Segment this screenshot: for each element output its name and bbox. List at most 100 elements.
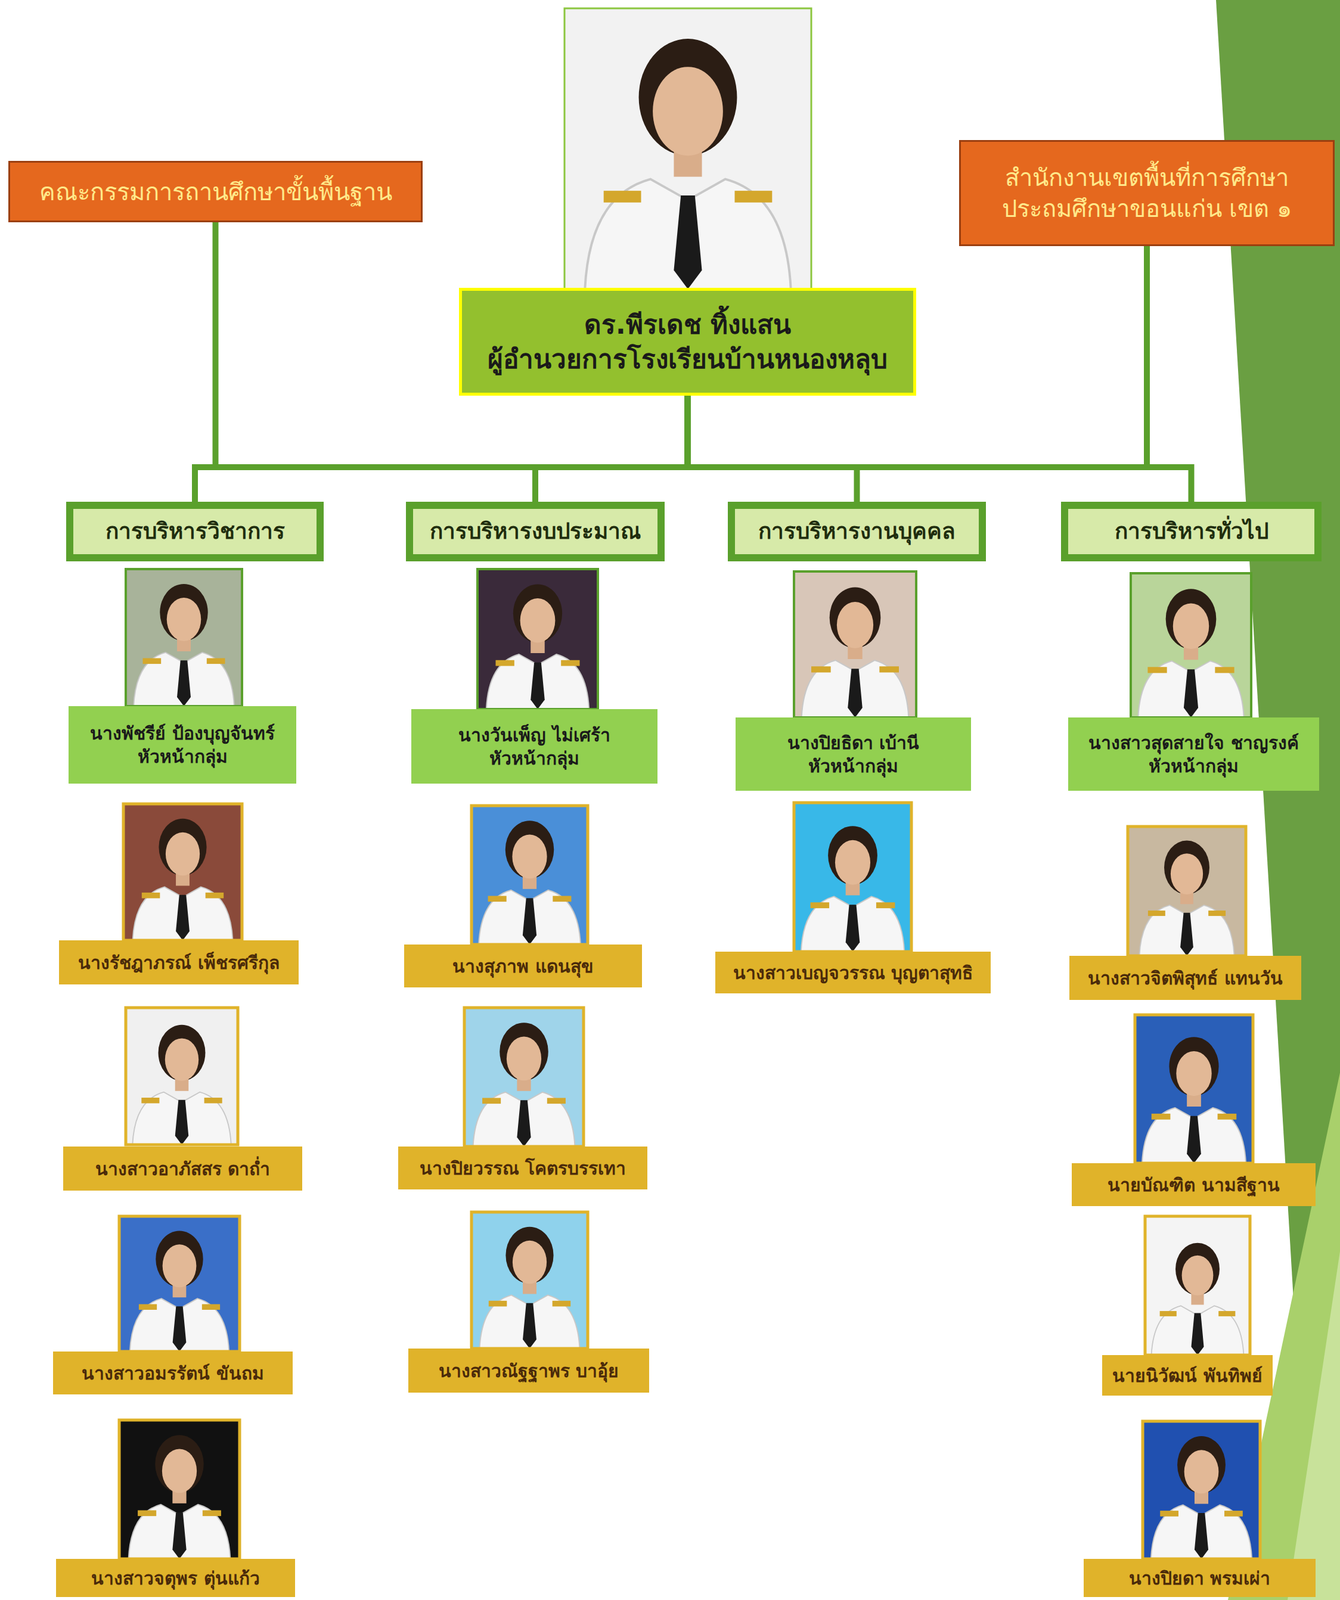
photo-frame	[1145, 1216, 1250, 1356]
photo-frame	[125, 1007, 238, 1146]
org-connector	[535, 395, 688, 502]
person-figure	[129, 1231, 229, 1352]
photo-ground	[1130, 573, 1252, 718]
node-text: นางสาวจิตพิสุทธ์ แทนวัน	[1087, 966, 1283, 991]
person-figure	[1139, 841, 1234, 957]
node-text: นางสุภาพ แดนสุข	[452, 954, 594, 979]
staff-photo	[1134, 1015, 1253, 1164]
person-figure	[1151, 1436, 1252, 1560]
photo-ground	[125, 1007, 238, 1146]
staff-photo	[119, 1420, 240, 1560]
photo-frame	[1127, 826, 1246, 957]
person-figure	[801, 826, 905, 952]
photo-frame	[1130, 573, 1252, 718]
node-text: การบริหารวิชาการ	[105, 517, 285, 547]
photo-frame	[471, 805, 588, 945]
department-box: การบริหารงานบุคคล	[727, 501, 986, 562]
person-figure	[132, 819, 234, 941]
node-text: นางพัชรีย์ ป้องบุญจันทร์	[90, 721, 275, 746]
photo-frame	[477, 569, 598, 710]
group-head-box: นางปิยธิดา เบ้านีหัวหน้ากลุ่ม	[735, 717, 972, 792]
photo-ground	[1127, 826, 1246, 957]
department-box: การบริหารงบประมาณ	[405, 501, 665, 562]
photo-ground	[477, 569, 598, 710]
photo-ground	[123, 804, 243, 941]
staff-photo	[477, 569, 598, 710]
person-figure	[1142, 1037, 1246, 1164]
node-text: นางปิยดา พรมเผ่า	[1128, 1567, 1271, 1591]
photo-frame	[125, 569, 243, 707]
photo-ground	[471, 1212, 588, 1349]
photo-ground	[125, 569, 243, 707]
staff-photo	[1142, 1421, 1261, 1560]
person-figure	[801, 587, 910, 718]
staff-photo	[119, 1216, 240, 1352]
staff-name-box: นางสาวจิตพิสุทธ์ แทนวัน	[1069, 956, 1302, 1001]
node-text: นางสาวจตุพร ตุ่นแก้ว	[91, 1567, 260, 1591]
node-text: นายบัณฑิต นามสีฐาน	[1107, 1173, 1280, 1197]
staff-name-box: นางสาวอมรรัตน์ ขันถม	[53, 1351, 293, 1395]
person-figure	[1137, 588, 1244, 718]
group-head-box: นางพัชรีย์ ป้องบุญจันทร์หัวหน้ากลุ่ม	[68, 706, 297, 784]
photo-ground	[1145, 1216, 1250, 1356]
staff-photo	[1127, 826, 1246, 957]
node-text: การบริหารงบประมาณ	[429, 517, 641, 547]
staff-photo	[125, 569, 243, 707]
office-box: คณะกรรมการถานศึกษาขั้นพื้นฐาน	[8, 160, 423, 223]
photo-ground	[1142, 1421, 1261, 1560]
photo-frame	[471, 1212, 588, 1349]
person-figure	[486, 584, 589, 710]
photo-frame	[464, 1007, 584, 1147]
group-head-box: นางสาวสุดสายใจ ชาญรงค์หัวหน้ากลุ่ม	[1068, 717, 1320, 792]
group-head-box: นางวันเพ็ญ ไม่เศร้าหัวหน้ากลุ่ม	[411, 709, 658, 784]
staff-name-box: นางสาวณัฐฐาพร บาอุ้ย	[408, 1348, 650, 1394]
node-text: การบริหารงานบุคคล	[758, 517, 956, 547]
staff-name-box: นางสุภาพ แดนสุข	[404, 944, 642, 988]
person-figure	[479, 1227, 580, 1349]
photo-frame	[793, 571, 917, 718]
node-text: นางสาวอมรรัตน์ ขันถม	[81, 1362, 264, 1386]
staff-name-box: นางสาวอาภัสสร ดาถ่ำ	[63, 1146, 303, 1191]
node-text: นางสาวเบญจวรรณ บุญตาสุทธิ	[733, 961, 973, 985]
photo-ground	[119, 1420, 240, 1560]
photo-ground	[793, 802, 912, 952]
node-text: ดร.พีรเดช ทิ้งแสน	[584, 307, 792, 342]
office-box: สำนักงานเขตพื้นที่การศึกษา ประถมศึกษาขอน…	[959, 140, 1335, 247]
person-figure	[584, 38, 791, 290]
org-connector	[687, 395, 1192, 502]
photo-frame	[1134, 1015, 1253, 1164]
staff-photo	[1130, 573, 1252, 718]
node-text: การบริหารทั่วไป	[1114, 517, 1269, 547]
node-text: สำนักงานเขตพื้นที่การศึกษา ประถมศึกษาขอน…	[976, 162, 1317, 225]
staff-photo	[1145, 1216, 1250, 1356]
photo-frame	[123, 804, 243, 941]
person-figure	[473, 1022, 576, 1147]
staff-photo	[793, 802, 912, 952]
photo-frame	[1142, 1421, 1261, 1560]
director-photo	[564, 8, 812, 290]
node-text: นางปิยวรรณ โคตรบรรเทา	[419, 1157, 626, 1181]
node-text: นายนิวัฒน์ พันทิพย์	[1112, 1364, 1262, 1388]
green-band	[1287, 1251, 1340, 1600]
node-subtext: หัวหน้ากลุ่ม	[1148, 754, 1239, 778]
person-figure	[133, 584, 235, 707]
staff-name-box: นางสาวจตุพร ตุ่นแก้ว	[56, 1559, 296, 1598]
node-subtext: หัวหน้ากลุ่ม	[489, 746, 580, 771]
node-text: นางรัชฎาภรณ์ เพ็ชรศรีกุล	[78, 951, 279, 975]
staff-photo	[464, 1007, 584, 1147]
department-box: การบริหารทั่วไป	[1061, 501, 1322, 562]
person-figure	[128, 1435, 231, 1560]
photo-frame	[119, 1216, 240, 1352]
staff-photo	[471, 805, 588, 945]
staff-photo	[125, 1007, 238, 1146]
node-text: นางวันเพ็ญ ไม่เศร้า	[458, 723, 610, 747]
photo-ground	[464, 1007, 584, 1147]
department-box: การบริหารวิชาการ	[66, 501, 324, 562]
staff-photo	[471, 1212, 588, 1349]
photo-ground	[471, 805, 588, 945]
photo-ground	[119, 1216, 240, 1352]
person-figure	[478, 820, 581, 945]
staff-name-box: นางสาวเบญจวรรณ บุญตาสุทธิ	[715, 951, 991, 994]
node-text: คณะกรรมการถานศึกษาขั้นพื้นฐาน	[39, 176, 393, 208]
